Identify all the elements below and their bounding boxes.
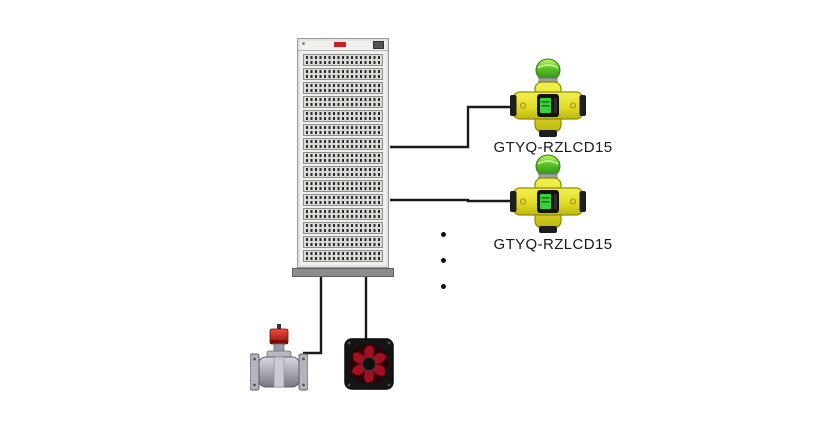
cabinet-module-row	[303, 236, 383, 248]
detector-1-label: GTYQ-RZLCD15	[493, 139, 613, 156]
cabinet-brand-label	[334, 42, 346, 47]
cabinet-module-row	[303, 54, 383, 66]
exhaust-fan-icon	[344, 338, 394, 390]
cabinet-module-row	[303, 96, 383, 108]
gas-detector-2-icon	[510, 154, 586, 234]
cabinet-module-row	[303, 180, 383, 192]
wire-detector-1	[390, 105, 511, 149]
cabinet-module-row	[303, 110, 383, 122]
cabinet-base-plinth	[292, 268, 394, 277]
cabinet-header	[298, 39, 388, 51]
alarm-control-cabinet	[297, 38, 389, 268]
cabinet-module-row	[303, 124, 383, 136]
cabinet-logo-mark	[373, 41, 384, 49]
cabinet-module-row	[303, 138, 383, 150]
cabinet-module-row	[303, 82, 383, 94]
ellipsis-dot-3	[441, 284, 446, 289]
detector-2-label: GTYQ-RZLCD15	[493, 236, 613, 253]
cabinet-module-row	[303, 208, 383, 220]
wire-valve	[303, 277, 323, 355]
wire-detector-2	[390, 198, 511, 203]
cabinet-indicator-dot	[302, 42, 305, 45]
cabinet-module-row	[303, 68, 383, 80]
cabinet-module-row	[303, 194, 383, 206]
gas-detector-1-icon	[510, 58, 586, 138]
cabinet-module-row	[303, 152, 383, 164]
ellipsis-dot-1	[441, 232, 446, 237]
cabinet-module-row	[303, 250, 383, 262]
cabinet-module-rows	[298, 51, 388, 265]
cabinet-module-row	[303, 222, 383, 234]
cabinet-module-row	[303, 166, 383, 178]
solenoid-valve-icon	[250, 324, 308, 391]
ellipsis-dot-2	[441, 258, 446, 263]
